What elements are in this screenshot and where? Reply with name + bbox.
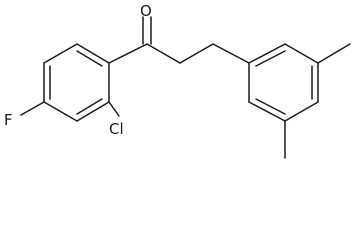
bond	[248, 43, 286, 64]
bond	[284, 101, 319, 122]
bond	[284, 43, 319, 64]
oxygen-label: O	[140, 2, 152, 20]
bond	[76, 101, 110, 122]
double-bond-inner	[255, 50, 286, 67]
structure-canvas: F Cl O	[4, 2, 351, 159]
double-bond-inner	[255, 98, 286, 115]
bond-chain	[146, 43, 181, 64]
bond	[248, 101, 286, 122]
left-ring	[43, 43, 110, 122]
double-bond-inner	[76, 98, 103, 115]
bond	[76, 43, 110, 64]
bond-chain	[179, 43, 214, 64]
bond	[43, 43, 78, 64]
bond-ring-to-carbonyl	[108, 43, 148, 64]
molecule-structure: F Cl O	[4, 2, 351, 159]
right-ring	[248, 43, 319, 122]
fluorine-label: F	[4, 111, 13, 129]
methyl-bond-upper	[317, 43, 351, 64]
bond	[43, 101, 78, 122]
bond-to-chlorine	[108, 101, 120, 117]
double-bond-inner	[76, 50, 103, 67]
bond-chain	[212, 43, 250, 64]
bond-to-fluorine	[20, 101, 45, 116]
chlorine-label: Cl	[109, 120, 124, 138]
